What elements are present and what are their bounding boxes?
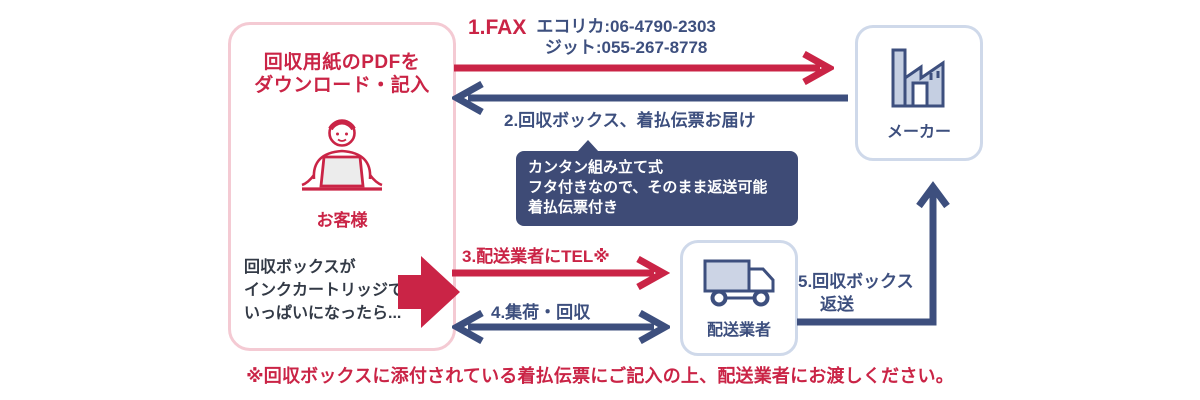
step1-phones: エコリカ:06-4790-2303 ジット:055-267-8778	[536, 16, 716, 58]
courier-label: 配送業者	[706, 322, 771, 339]
step3-label: 3.配送業者にTEL※	[462, 247, 610, 266]
step5-arrow-up-icon	[793, 176, 953, 328]
step4-arrow-double-icon	[452, 310, 670, 344]
person-at-laptop-icon	[288, 113, 396, 197]
maker-card: メーカー	[855, 25, 983, 161]
box-feature-callout: カンタン組み立て式 フタ付きなので、そのまま返送可能 着払伝票付き	[516, 140, 798, 226]
customer-label: お客様	[316, 211, 368, 230]
step2-arrow-left-icon	[452, 81, 850, 115]
step1-phone-ecorica: エコリカ:06-4790-2303	[536, 17, 716, 36]
step5-label-line2: 返送	[820, 295, 854, 314]
step4-label: 4.集荷・回収	[491, 303, 591, 322]
step1-arrow-right-icon	[452, 51, 834, 85]
step3-arrow-right-icon	[450, 256, 670, 290]
truck-icon	[701, 256, 777, 308]
footnote: ※回収ボックスに添付されている着払伝票にご記入の上、配送業者にお渡しください。	[246, 366, 954, 386]
customer-card-title: 回収用紙のPDFを ダウンロード・記入	[254, 52, 430, 96]
step2-label: 2.回収ボックス、着払伝票お届け	[504, 111, 756, 130]
step5-label-line1: 5.回収ボックス	[798, 272, 914, 291]
customer-note: 回収ボックスが インクカートリッジで いっぱいになったら...	[244, 259, 405, 322]
maker-label: メーカー	[886, 124, 951, 141]
factory-icon	[880, 44, 958, 110]
step5-label: 5.回収ボックス 返送	[798, 270, 914, 316]
box-full-block-arrow-icon	[398, 254, 462, 330]
step1-fax-row: 1.FAX エコリカ:06-4790-2303 ジット:055-267-8778	[468, 16, 716, 58]
step1-label: 1.FAX	[468, 16, 527, 39]
courier-card: 配送業者	[680, 240, 798, 356]
customer-card: 回収用紙のPDFを ダウンロード・記入 お客様 回収ボックスが インク	[228, 22, 456, 351]
step1-phone-jit: ジット:055-267-8778	[544, 38, 708, 57]
